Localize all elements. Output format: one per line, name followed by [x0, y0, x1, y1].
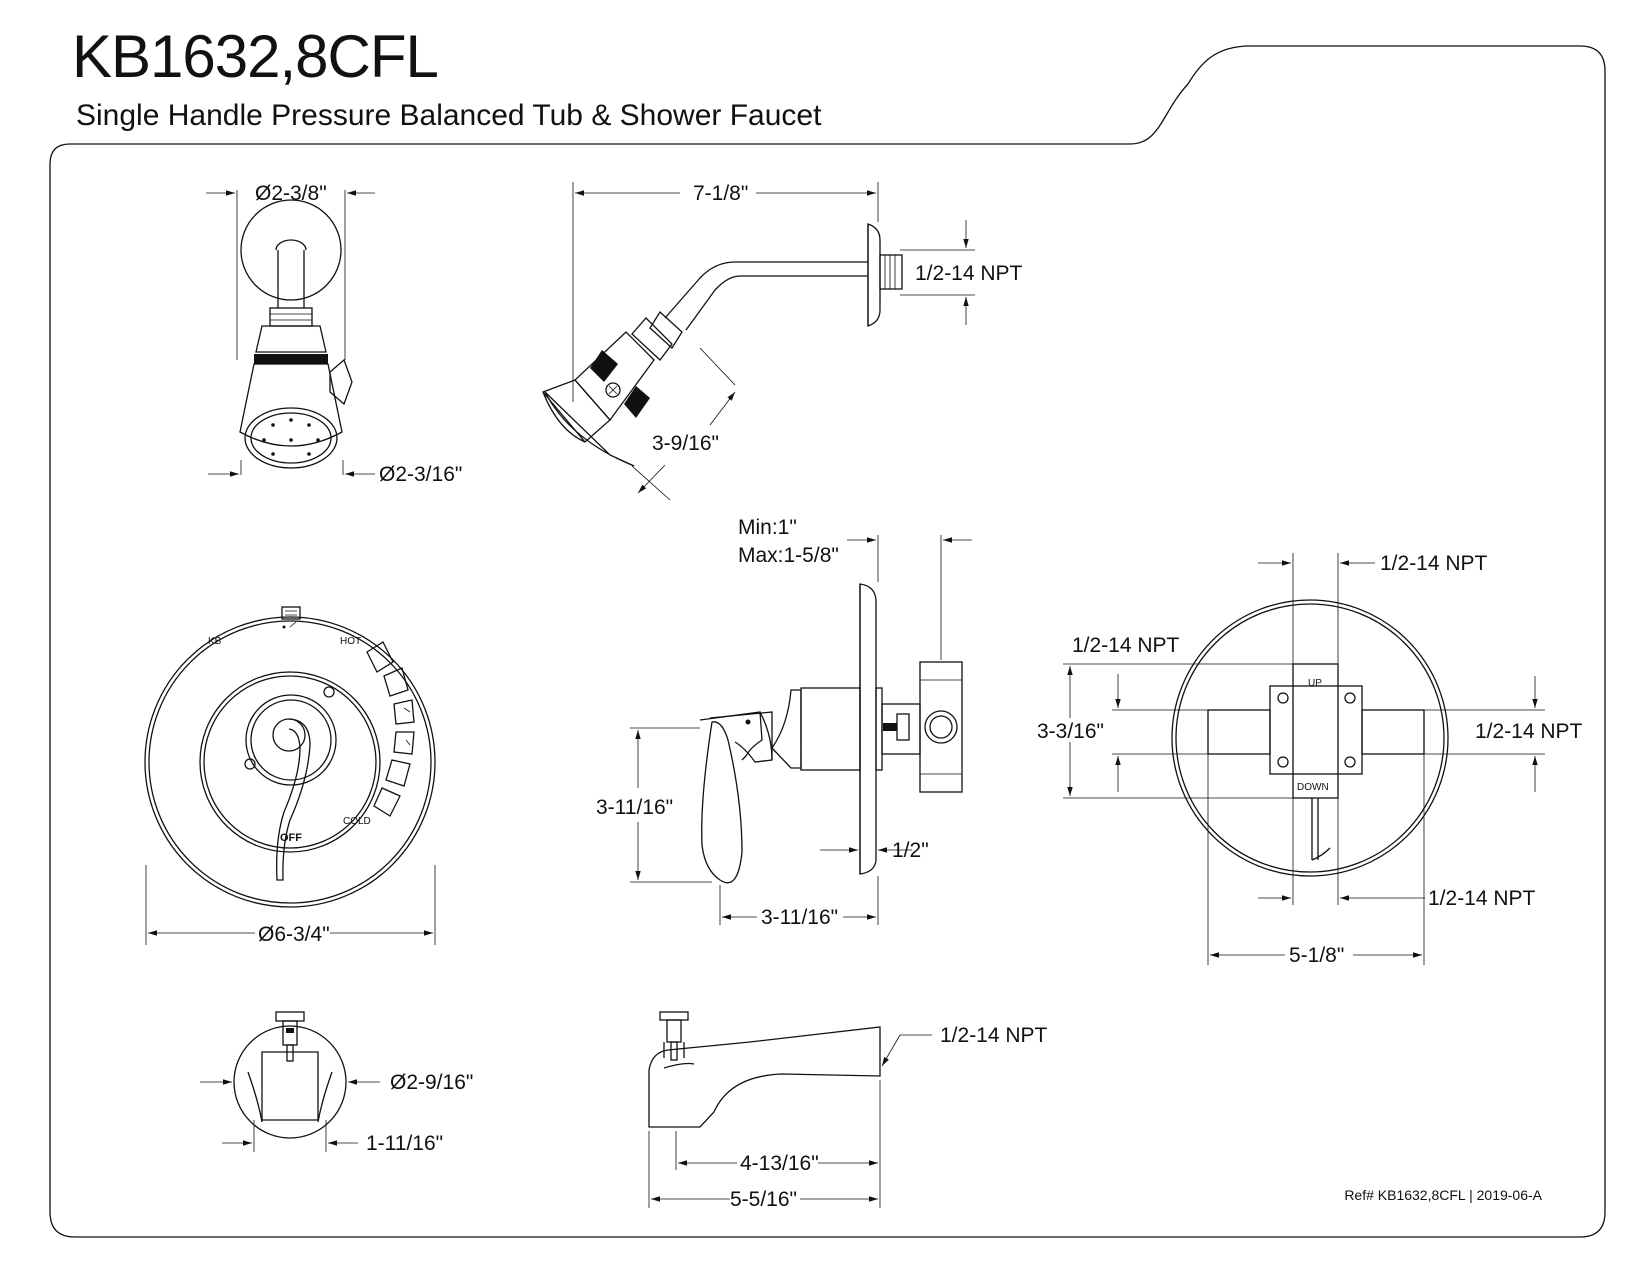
dim-valve-bottom-port: 1/2-14 NPT — [1428, 887, 1536, 910]
dim-valve-top-port: 1/2-14 NPT — [1380, 552, 1488, 575]
dim-handle-height: 3-11/16" — [596, 796, 673, 819]
trim-label-off: OFF — [280, 832, 302, 844]
dim-wall-thickness-max: Max:1-5/8" — [738, 544, 839, 567]
dim-valve-left-port: 1/2-14 NPT — [1072, 634, 1180, 657]
dim-showerhead-top-diameter: Ø2-3/8" — [255, 182, 327, 205]
dim-spout-thread: 1/2-14 NPT — [940, 1024, 1048, 1047]
dim-spout-length: 5-5/16" — [730, 1188, 797, 1211]
model-number: KB1632,8CFL — [72, 23, 439, 90]
trim-label-brand: KB — [208, 636, 222, 647]
dim-showerhead-bottom-diameter: Ø2-3/16" — [379, 463, 462, 486]
dim-valve-right-port: 1/2-14 NPT — [1475, 720, 1583, 743]
valve-side-view — [630, 535, 972, 925]
tub-spout-front-view — [200, 1011, 380, 1152]
showerhead-side-view — [542, 182, 975, 501]
trim-front-view — [144, 606, 436, 945]
dim-valve-height: 3-3/16" — [1037, 720, 1104, 743]
trim-label-hot: HOT — [340, 636, 361, 647]
dim-wall-thickness-min: Min:1" — [738, 516, 797, 539]
dim-shower-arm-thread: 1/2-14 NPT — [915, 262, 1023, 285]
dim-showerhead-depth: 3-9/16" — [652, 432, 719, 455]
tub-spout-side-view — [648, 1011, 932, 1208]
dim-plate-offset: 1/2" — [892, 839, 929, 862]
valve-label-down: DOWN — [1297, 782, 1329, 793]
dim-spout-reach: 4-13/16" — [740, 1152, 819, 1175]
valve-label-up: UP — [1308, 678, 1322, 689]
reference-number: Ref# KB1632,8CFL | 2019-06-A — [1344, 1187, 1542, 1203]
dim-valve-width: 5-1/8" — [1289, 944, 1344, 967]
dim-spout-front-width: 1-11/16" — [366, 1132, 443, 1155]
product-subtitle: Single Handle Pressure Balanced Tub & Sh… — [76, 99, 822, 132]
dim-shower-arm-length: 7-1/8" — [693, 182, 748, 205]
dim-handle-projection: 3-11/16" — [761, 906, 838, 929]
showerhead-front-view — [206, 190, 375, 477]
dim-trim-diameter: Ø6-3/4" — [258, 923, 330, 946]
page-frame — [49, 45, 1606, 1238]
trim-label-cold: COLD — [343, 816, 371, 827]
valve-front-view — [1063, 553, 1545, 965]
dim-spout-diameter: Ø2-9/16" — [390, 1071, 473, 1094]
